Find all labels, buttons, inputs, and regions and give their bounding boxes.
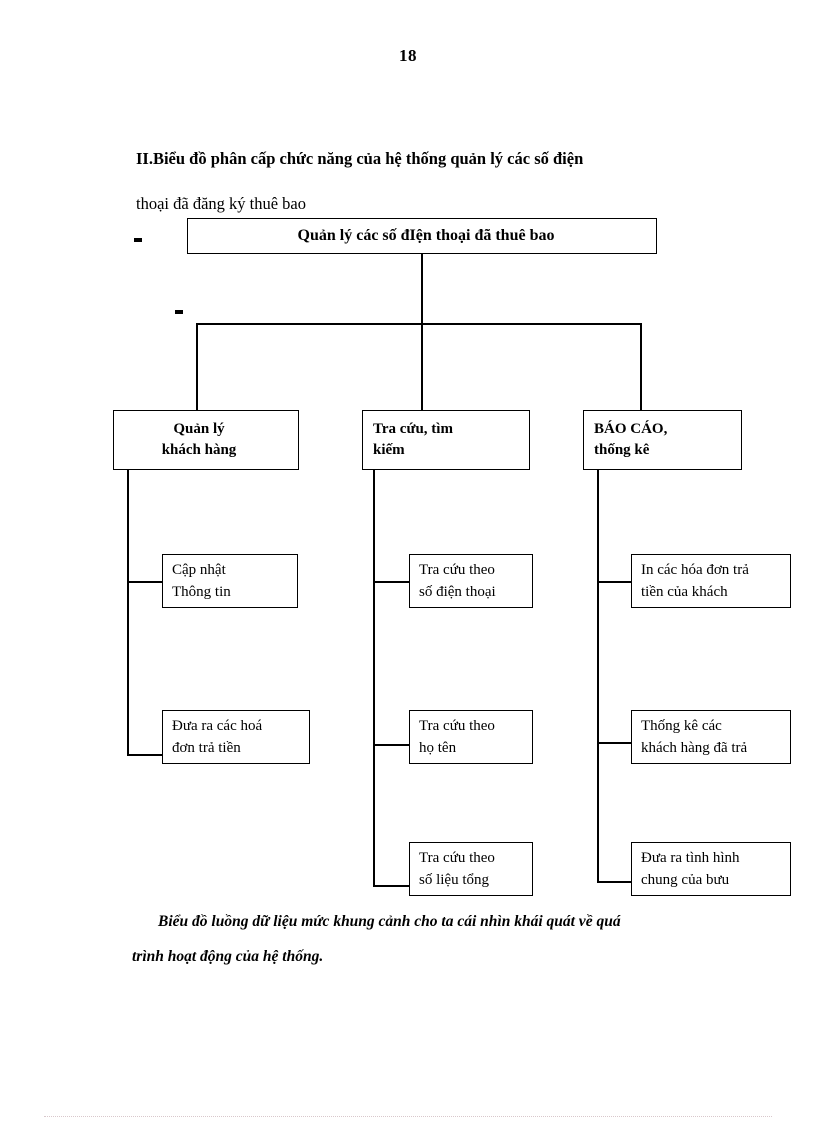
connector-stub-branch-3-child-3 (597, 881, 632, 883)
node-branch-3-child-3-label: Đưa ra tình hình chung của bưu (641, 850, 740, 888)
node-branch-1-child-2[interactable]: Đưa ra các hoá đơn trả tiền (162, 710, 310, 764)
section-heading-line-2: thoại đã đăng ký thuê bao (136, 194, 306, 213)
node-branch-1-child-1[interactable]: Cập nhật Thông tin (162, 554, 298, 608)
connector-drop-branch-3 (640, 323, 642, 411)
node-branch-3-child-2[interactable]: Thống kê các khách hàng đã trả (631, 710, 791, 764)
connector-spine-branch-1 (127, 470, 129, 755)
node-branch-2-child-3[interactable]: Tra cứu theo số liệu tổng (409, 842, 533, 896)
node-branch-3[interactable]: BÁO CÁO, thống kê (583, 410, 742, 470)
figure-caption: Biểu đồ luồng dữ liệu mức khung cảnh cho… (132, 904, 752, 974)
connector-stub-branch-3-child-1 (597, 581, 632, 583)
connector-drop-branch-1 (196, 323, 198, 411)
connector-level2-bus (196, 323, 642, 325)
node-branch-2-child-2[interactable]: Tra cứu theo họ tên (409, 710, 533, 764)
connector-stub-branch-2-child-3 (373, 885, 410, 887)
section-heading: II.Biểu đồ phân cấp chức năng của hệ thố… (136, 136, 696, 226)
stray-dash-mark-1 (134, 238, 142, 242)
node-branch-3-child-3[interactable]: Đưa ra tình hình chung của bưu (631, 842, 791, 896)
connector-stub-branch-2-child-2 (373, 744, 410, 746)
node-branch-1-child-2-label: Đưa ra các hoá đơn trả tiền (172, 718, 263, 756)
node-branch-2[interactable]: Tra cứu, tìm kiếm (362, 410, 530, 470)
node-branch-2-child-1-label: Tra cứu theo số điện thoại (419, 562, 496, 600)
node-branch-2-child-1[interactable]: Tra cứu theo số điện thoại (409, 554, 533, 608)
node-root-label: Quản lý các số đIện thoại đã thuê bao (297, 227, 555, 244)
page-number: 18 (399, 46, 417, 65)
footer-divider (44, 1116, 772, 1118)
node-branch-2-label: Tra cứu, tìm kiếm (373, 421, 453, 458)
connector-stub-branch-1-child-2 (127, 754, 163, 756)
figure-caption-line-1: Biểu đồ luồng dữ liệu mức khung cảnh cho… (158, 913, 621, 930)
node-branch-2-child-2-label: Tra cứu theo họ tên (419, 718, 495, 756)
connector-stub-branch-3-child-2 (597, 742, 632, 744)
stray-dash-mark-2 (175, 310, 183, 314)
section-heading-line-1: II.Biểu đồ phân cấp chức năng của hệ thố… (136, 149, 584, 168)
connector-stub-branch-2-child-1 (373, 581, 410, 583)
connector-root-trunk (421, 254, 423, 324)
node-branch-1-label: Quản lý khách hàng (161, 421, 237, 458)
connector-drop-branch-2 (421, 323, 423, 411)
connector-spine-branch-2 (373, 470, 375, 886)
node-branch-1[interactable]: Quản lý khách hàng (113, 410, 299, 470)
node-root[interactable]: Quản lý các số đIện thoại đã thuê bao (187, 218, 657, 254)
node-branch-2-child-3-label: Tra cứu theo số liệu tổng (419, 850, 495, 888)
connector-spine-branch-3 (597, 470, 599, 882)
node-branch-3-label: BÁO CÁO, thống kê (594, 421, 668, 458)
node-branch-3-child-1-label: In các hóa đơn trả tiền của khách (641, 562, 749, 600)
figure-caption-line-2: trình hoạt động của hệ thống. (132, 948, 324, 965)
connector-stub-branch-1-child-1 (127, 581, 163, 583)
node-branch-1-child-1-label: Cập nhật Thông tin (172, 562, 231, 600)
node-branch-3-child-2-label: Thống kê các khách hàng đã trả (641, 718, 748, 756)
node-branch-3-child-1[interactable]: In các hóa đơn trả tiền của khách (631, 554, 791, 608)
